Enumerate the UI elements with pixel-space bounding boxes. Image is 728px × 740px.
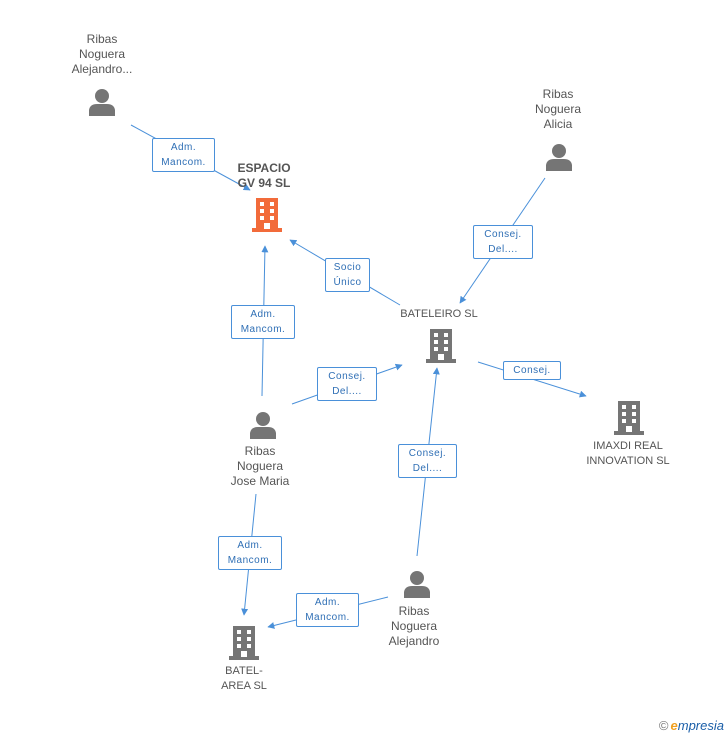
edge-label-adm-mancom[interactable]: Adm. Mancom. bbox=[296, 593, 359, 627]
edge-label-adm-mancom[interactable]: Adm. Mancom. bbox=[231, 305, 295, 339]
building-icon[interactable] bbox=[426, 329, 456, 363]
edge-label-adm-mancom[interactable]: Adm. Mancom. bbox=[152, 138, 215, 172]
person-icon[interactable] bbox=[403, 570, 431, 598]
person-node-ribas-alicia[interactable]: Ribas Noguera Alicia bbox=[518, 87, 598, 132]
company-node-espacio[interactable]: ESPACIO GV 94 SL bbox=[222, 161, 306, 191]
brand-logo-initial: e bbox=[670, 718, 678, 733]
building-icon[interactable] bbox=[614, 401, 644, 435]
company-name: BATELEIRO SL bbox=[400, 308, 478, 320]
person-icon[interactable] bbox=[249, 411, 277, 439]
person-name: Ribas Noguera Alicia bbox=[534, 87, 582, 131]
company-node-imaxdi[interactable]: IMAXDI REAL INNOVATION SL bbox=[570, 439, 686, 469]
person-name: Ribas Noguera Alejandro bbox=[388, 604, 440, 648]
person-name: Ribas Noguera Alejandro... bbox=[71, 32, 133, 76]
company-name: IMAXDI REAL INNOVATION SL bbox=[586, 440, 670, 467]
person-node-ribas-alejandro[interactable]: Ribas Noguera Alejandro bbox=[374, 604, 454, 649]
person-icon[interactable] bbox=[88, 88, 116, 116]
building-icon[interactable] bbox=[229, 626, 259, 660]
person-node-ribas-jose-maria[interactable]: Ribas Noguera Jose Maria bbox=[215, 444, 305, 489]
edge-label-consej-del[interactable]: Consej. Del.... bbox=[398, 444, 457, 478]
company-name: BATEL- AREA SL bbox=[221, 665, 267, 692]
company-node-bateleiro[interactable]: BATELEIRO SL bbox=[386, 307, 492, 322]
edge-label-consej[interactable]: Consej. bbox=[503, 361, 561, 380]
company-node-batel-area[interactable]: BATEL- AREA SL bbox=[200, 664, 288, 694]
company-name: ESPACIO GV 94 SL bbox=[237, 161, 291, 190]
person-name: Ribas Noguera Jose Maria bbox=[230, 444, 290, 488]
building-icon[interactable] bbox=[252, 198, 282, 232]
person-node-ribas-alejandro-top[interactable]: Ribas Noguera Alejandro... bbox=[62, 32, 142, 77]
brand-footer: ©empresia bbox=[659, 718, 724, 733]
person-icon[interactable] bbox=[545, 143, 573, 171]
edge-label-consej-del[interactable]: Consej. Del.... bbox=[317, 367, 377, 401]
edge-label-consej-del[interactable]: Consej. Del.... bbox=[473, 225, 533, 259]
edge-label-adm-mancom[interactable]: Adm. Mancom. bbox=[218, 536, 282, 570]
brand-logo-text: mpresia bbox=[677, 718, 724, 733]
copyright-symbol: © bbox=[658, 718, 669, 733]
edge-label-socio-unico[interactable]: Socio Único bbox=[325, 258, 370, 292]
